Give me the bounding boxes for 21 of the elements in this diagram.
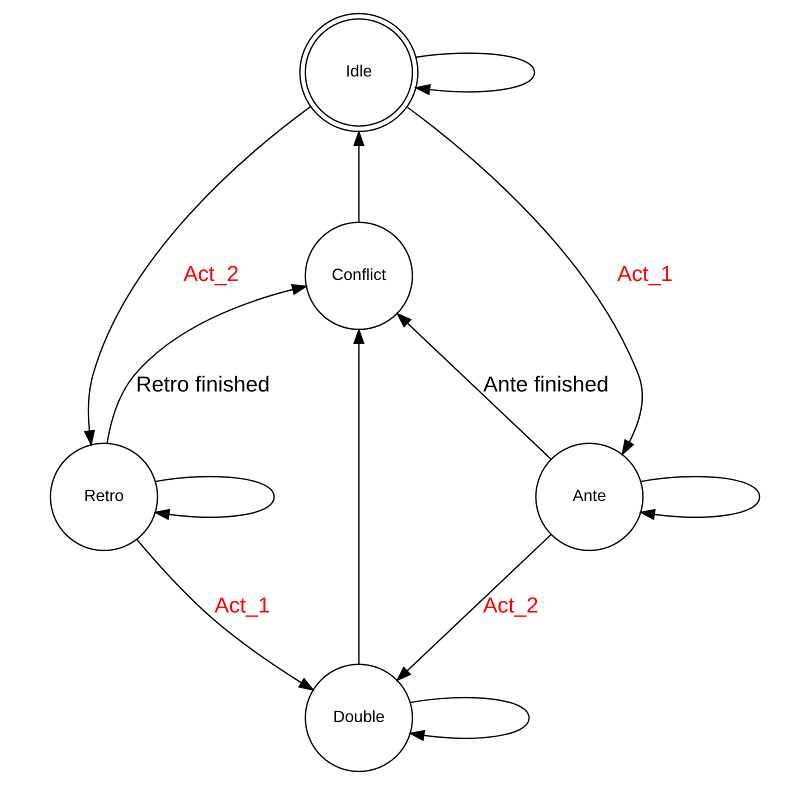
edge-label: Act_1 [214, 592, 270, 618]
arrow [638, 476, 760, 520]
arrow [84, 106, 312, 447]
arrow [414, 52, 536, 96]
arrow [106, 284, 308, 444]
arrow [396, 312, 552, 460]
node-circle: Retro [50, 442, 158, 552]
node-circle: Idle [299, 12, 419, 132]
arrow [353, 130, 365, 222]
arrow [396, 534, 552, 682]
arrow [407, 106, 643, 456]
edge-label: Act_1 [617, 261, 673, 286]
edge-label: Ante finished [483, 372, 609, 397]
edge-label: Retro finished [136, 372, 270, 397]
edge-label: Act_2 [483, 592, 538, 618]
arrow [353, 328, 365, 664]
arrow [136, 538, 315, 692]
arrow [408, 696, 530, 742]
arrow [153, 476, 275, 520]
node-circle: Ante [535, 442, 644, 552]
edge-label: Act_2 [183, 261, 239, 286]
